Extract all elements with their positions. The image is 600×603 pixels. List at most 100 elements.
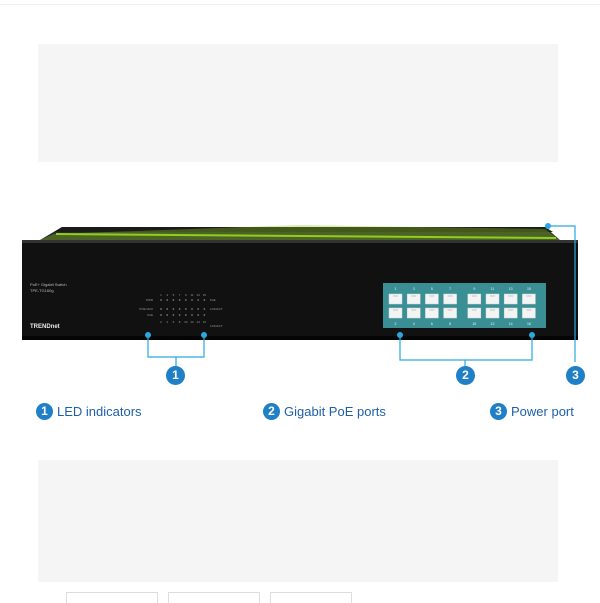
ethernet-port xyxy=(406,293,421,305)
port-number: 11 xyxy=(491,287,495,291)
brand-logo: TRENDnet xyxy=(30,324,60,330)
port-latch xyxy=(526,309,532,311)
ethernet-port xyxy=(503,307,518,319)
port-latch xyxy=(429,309,435,311)
port-number: 4 xyxy=(413,322,415,326)
led-tag: LNK/ACT xyxy=(210,324,223,328)
led-dot xyxy=(203,299,206,301)
footer-tab xyxy=(66,592,158,603)
led-dot xyxy=(191,299,193,301)
led-dot xyxy=(178,299,181,301)
led-col-number: 2 xyxy=(160,320,162,324)
led-dot xyxy=(172,308,175,310)
led-tag: PoE xyxy=(210,298,216,302)
port-latch xyxy=(411,309,417,311)
led-col-number: 5 xyxy=(173,293,175,297)
led-dot xyxy=(172,299,175,301)
callout-gigabit-poe-ports: 2 Gigabit PoE ports xyxy=(263,403,386,420)
port-panel xyxy=(383,283,546,328)
led-dot xyxy=(203,314,206,316)
ethernet-port xyxy=(485,307,500,319)
led-col-number: 9 xyxy=(185,293,187,297)
led-col-number: 15 xyxy=(203,293,207,297)
port-latch xyxy=(411,295,417,297)
ethernet-port xyxy=(485,293,500,305)
led-dot xyxy=(203,308,206,310)
led-dot xyxy=(184,314,187,316)
led-dot xyxy=(160,299,162,301)
port-number: 7 xyxy=(449,287,451,291)
ethernet-port xyxy=(388,307,403,319)
led-col-number: 7 xyxy=(179,293,181,297)
port-latch xyxy=(490,295,495,297)
callout-number: 2 xyxy=(263,403,280,420)
port-number: 12 xyxy=(491,322,495,326)
port-latch xyxy=(526,295,532,297)
led-col-number: 8 xyxy=(179,320,181,324)
port-number: 14 xyxy=(509,322,513,326)
port-number: 3 xyxy=(413,287,415,291)
bottom-placeholder-panel xyxy=(38,460,558,582)
port-latch xyxy=(393,309,398,311)
port-latch xyxy=(508,309,514,311)
led-dot xyxy=(197,299,200,301)
led-col-number: 10 xyxy=(184,320,188,324)
model-line2: TPE-TG160g xyxy=(30,288,54,293)
led-dot xyxy=(172,314,175,316)
ethernet-port xyxy=(467,307,482,319)
led-row-label: PWR xyxy=(146,298,154,302)
callout-badge-1: 1 xyxy=(166,366,185,385)
led-col-number: 4 xyxy=(166,320,168,324)
led-tag: LNK/ACT xyxy=(210,307,223,311)
ethernet-port xyxy=(522,307,536,319)
port-latch xyxy=(508,295,514,297)
led-dot xyxy=(197,308,200,310)
model-line1: PoE+ Gigabit Switch xyxy=(30,282,67,287)
port-latch xyxy=(429,295,435,297)
ethernet-port xyxy=(503,293,518,305)
led-dot xyxy=(197,314,200,316)
led-dot xyxy=(166,299,169,301)
port-number: 10 xyxy=(472,322,476,326)
port-number: 1 xyxy=(395,287,397,291)
led-dot xyxy=(160,308,162,310)
led-row-label: PoE xyxy=(147,313,153,317)
led-dot xyxy=(178,308,181,310)
footer-tab xyxy=(270,592,352,603)
port-latch xyxy=(471,309,477,311)
callout-label: Power port xyxy=(511,404,574,419)
ethernet-port xyxy=(388,293,403,305)
port-latch xyxy=(490,309,495,311)
top-placeholder-panel xyxy=(38,44,558,162)
ethernet-port xyxy=(425,307,439,319)
port-number: 2 xyxy=(395,322,397,326)
callout-badge-2: 2 xyxy=(456,366,475,385)
port-number: 8 xyxy=(449,322,451,326)
callout-lines xyxy=(147,225,576,366)
callout-dots xyxy=(145,223,551,338)
callout-label: LED indicators xyxy=(57,404,142,419)
footer-tab xyxy=(168,592,260,603)
led-col-number: 16 xyxy=(203,320,207,324)
port-number: 16 xyxy=(527,322,531,326)
led-dot xyxy=(166,308,169,310)
led-col-number: 6 xyxy=(173,320,175,324)
callout-badge-3: 3 xyxy=(566,366,585,385)
port-number: 15 xyxy=(527,287,531,291)
callout-power-port: 3 Power port xyxy=(490,403,574,420)
led-dot xyxy=(191,308,193,310)
ethernet-port xyxy=(522,293,536,305)
led-dot xyxy=(160,314,162,316)
led-col-number: 11 xyxy=(190,293,193,297)
led-dot xyxy=(178,314,181,316)
ethernet-port xyxy=(443,307,457,319)
callout-number: 1 xyxy=(36,403,53,420)
led-dot xyxy=(166,314,169,316)
ethernet-port xyxy=(467,293,482,305)
port-number: 6 xyxy=(431,322,433,326)
callout-label: Gigabit PoE ports xyxy=(284,404,386,419)
led-col-number: 3 xyxy=(166,293,168,297)
led-dot xyxy=(184,299,187,301)
